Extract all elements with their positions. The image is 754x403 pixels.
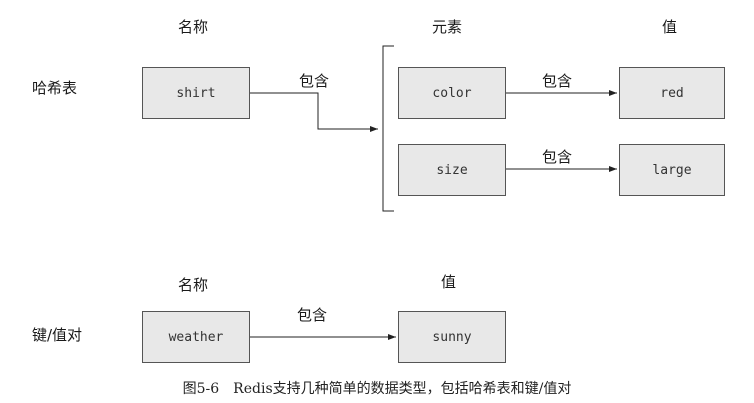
hash-contains-label: 包含 (299, 72, 330, 90)
hash-field-box-color: color (398, 67, 506, 119)
hash-entry-contains-label: 包含 (542, 72, 573, 90)
hash-value-box-red: red (619, 67, 725, 119)
hash-row-label: 哈希表 (32, 79, 78, 97)
hash-elements-header: 元素 (432, 18, 463, 36)
string-value-box: sunny (398, 311, 506, 363)
figure-caption: 图5-6 Redis支持几种简单的数据类型，包括哈希表和键/值对 (182, 381, 572, 397)
elements-bracket (382, 45, 394, 212)
string-contains-label: 包含 (297, 306, 328, 324)
string-key-box: weather (142, 311, 250, 363)
hash-value-header: 值 (662, 18, 678, 36)
hash-key-box: shirt (142, 67, 250, 119)
hash-field-box-size: size (398, 144, 506, 196)
hash-value-box-large: large (619, 144, 725, 196)
hash-name-header: 名称 (178, 18, 209, 36)
string-value-header: 值 (441, 273, 457, 291)
string-name-header: 名称 (178, 276, 209, 294)
shirt-to-elements-arrow (250, 92, 378, 132)
hash-entry-contains-label: 包含 (542, 148, 573, 166)
string-row-label: 键/值对 (32, 326, 83, 344)
